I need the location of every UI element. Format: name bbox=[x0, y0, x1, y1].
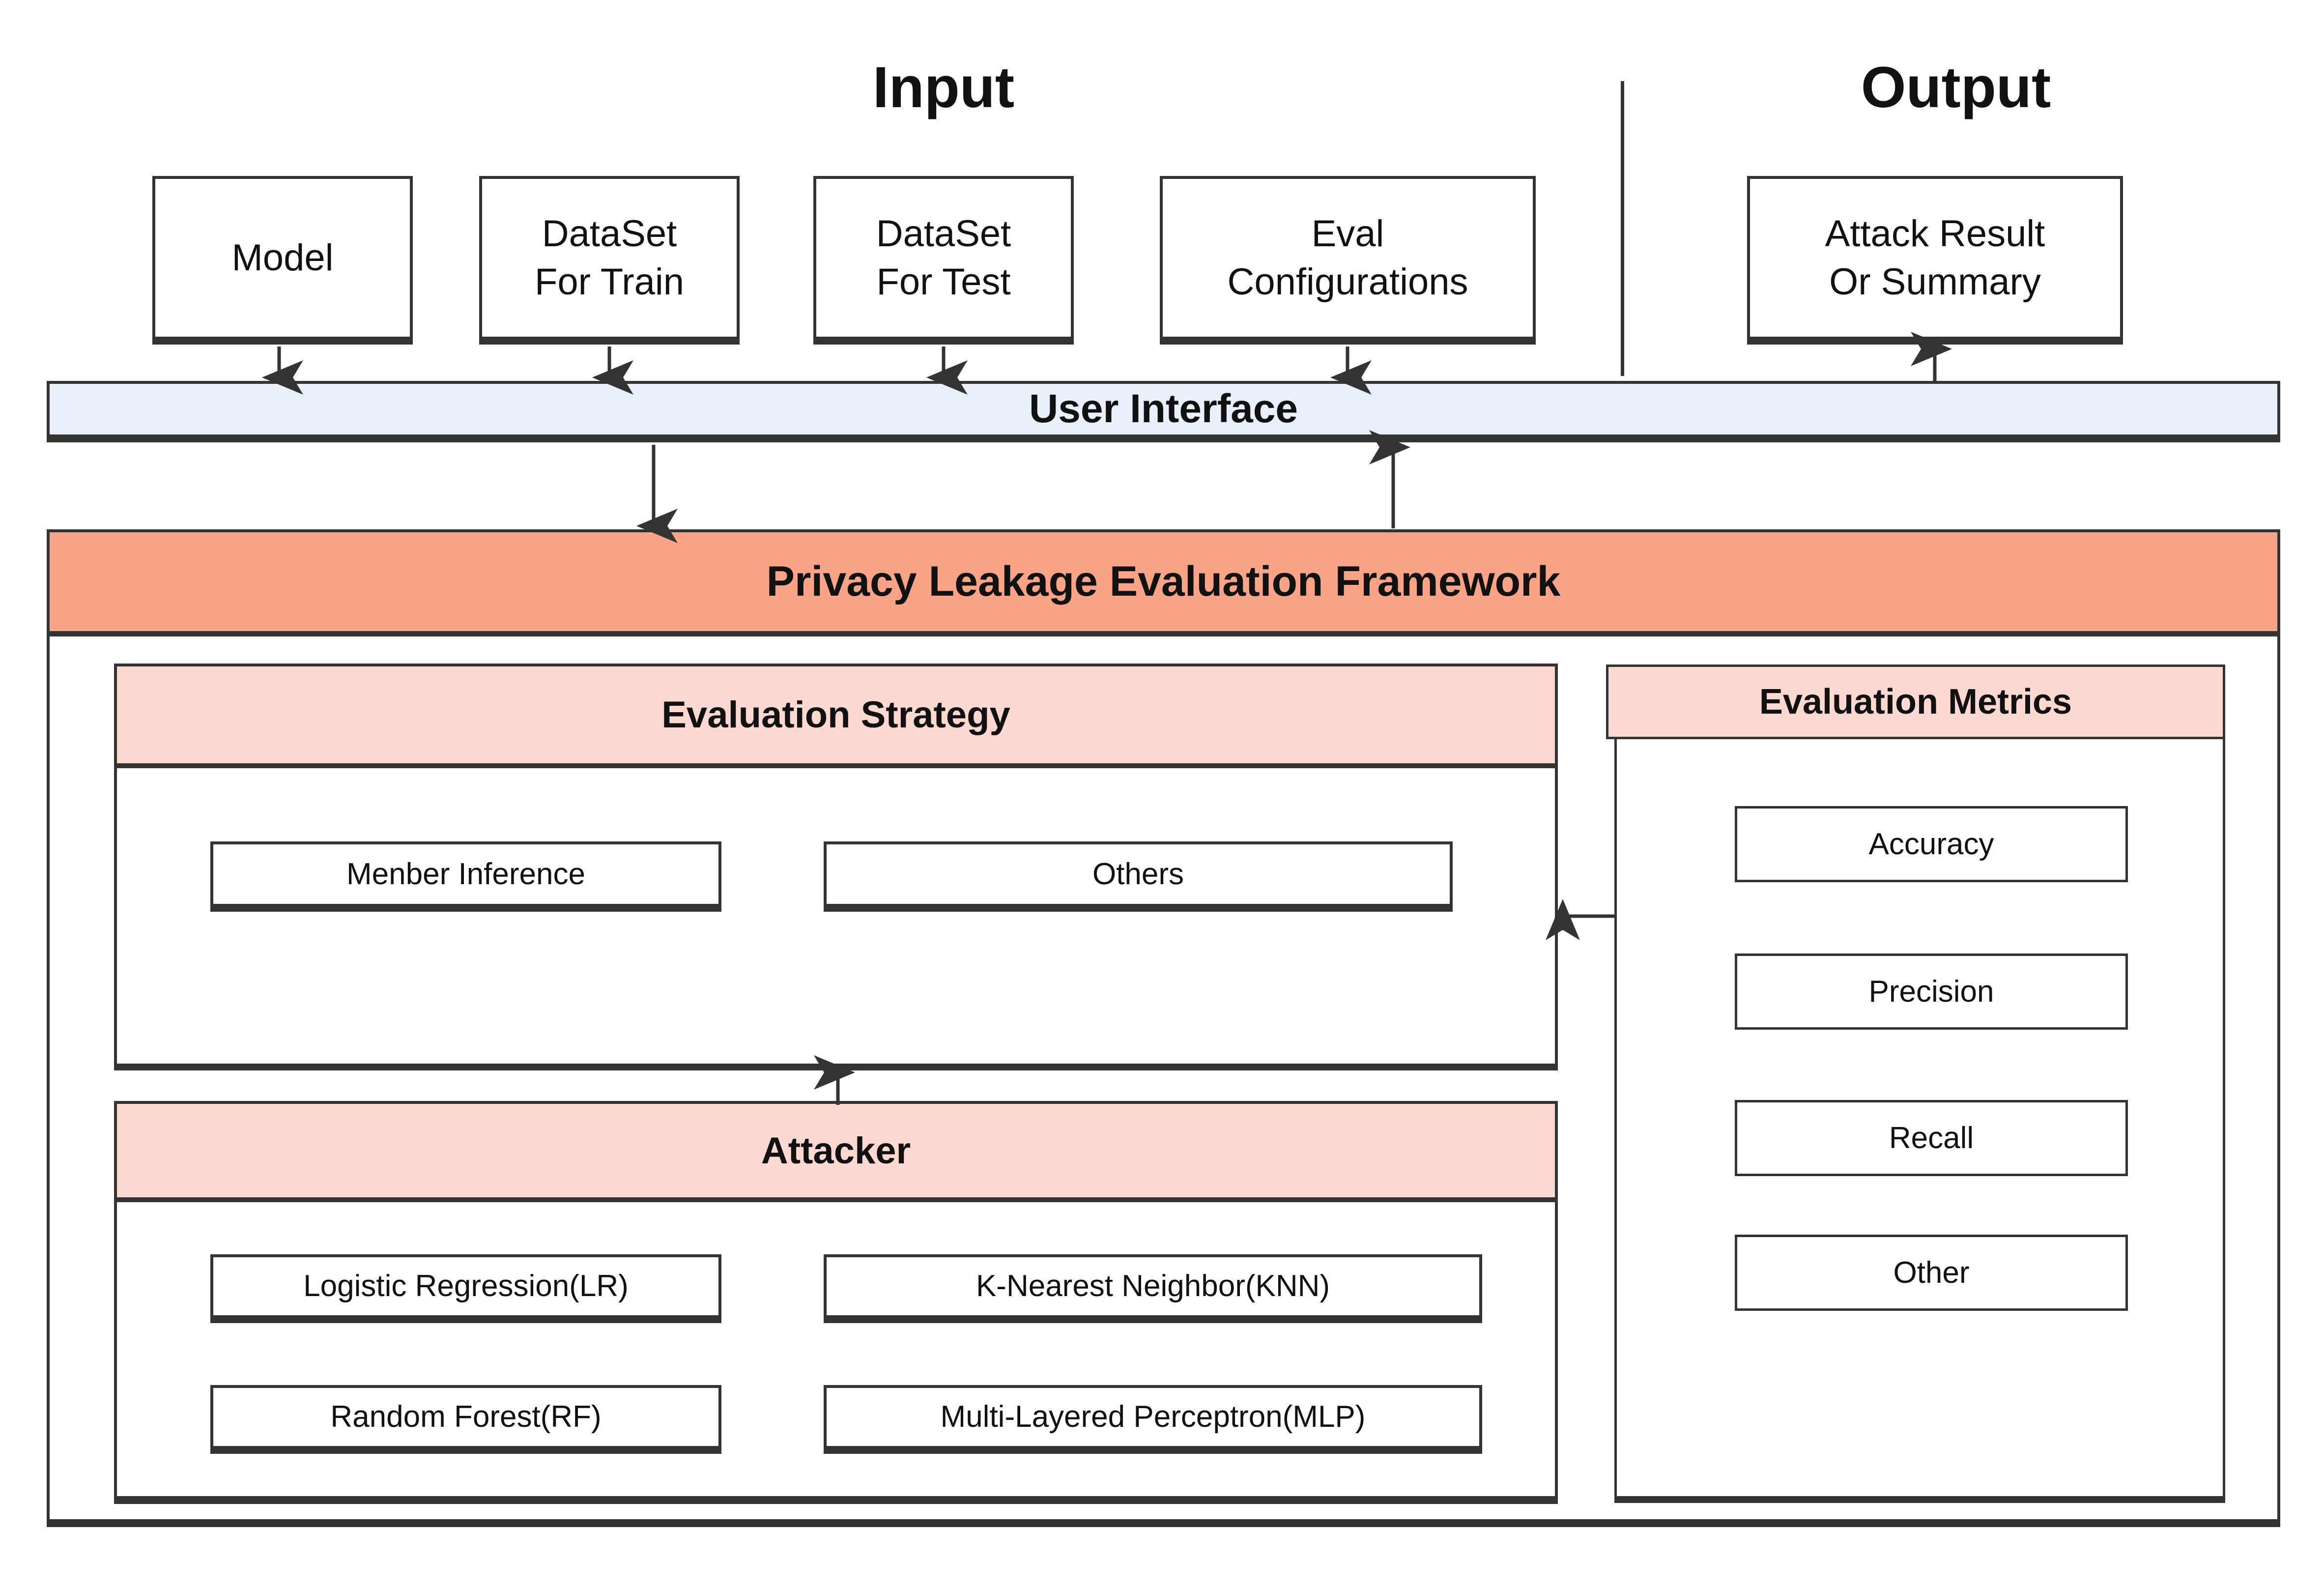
strategy-item-others-label: Others bbox=[1092, 857, 1184, 891]
attacker-item-random-forest[interactable]: Random Forest(RF) bbox=[210, 1385, 721, 1454]
metric-item-accuracy-label: Accuracy bbox=[1868, 827, 1994, 861]
output-box-attack-result[interactable]: Attack Result Or Summary bbox=[1747, 176, 2123, 345]
metric-item-accuracy[interactable]: Accuracy bbox=[1735, 806, 2128, 882]
strategy-item-menber-inference-label: Menber Inference bbox=[346, 857, 585, 891]
strategy-item-others[interactable]: Others bbox=[824, 841, 1453, 912]
input-box-dataset-for-train-line1: DataSet bbox=[542, 213, 677, 255]
input-box-dataset-for-test-line1: DataSet bbox=[876, 213, 1011, 255]
output-box-attack-result-line1: Attack Result bbox=[1825, 213, 2045, 255]
input-box-eval-configurations[interactable]: Eval Configurations bbox=[1160, 176, 1536, 345]
input-box-model[interactable]: Model bbox=[152, 176, 413, 345]
attacker-item-logistic-regression[interactable]: Logistic Regression(LR) bbox=[210, 1254, 721, 1323]
input-box-dataset-for-test-line2: For Test bbox=[876, 260, 1011, 303]
evaluation-metrics-header: Evaluation Metrics bbox=[1606, 664, 2225, 739]
metric-item-precision[interactable]: Precision bbox=[1735, 953, 2128, 1030]
input-box-eval-configurations-line2: Configurations bbox=[1227, 260, 1468, 303]
input-box-eval-configurations-line1: Eval bbox=[1311, 213, 1384, 255]
evaluation-metrics-header-label: Evaluation Metrics bbox=[1759, 682, 2072, 722]
attacker-header: Attacker bbox=[117, 1104, 1555, 1202]
user-interface-bar[interactable]: User Interface bbox=[47, 381, 2280, 442]
input-heading: Input bbox=[872, 55, 1015, 120]
strategy-item-menber-inference[interactable]: Menber Inference bbox=[210, 841, 721, 912]
metric-item-other[interactable]: Other bbox=[1735, 1235, 2128, 1311]
evaluation-strategy-header-label: Evaluation Strategy bbox=[661, 694, 1010, 736]
input-output-divider bbox=[1621, 81, 1624, 376]
attacker-item-mlp-label: Multi-Layered Perceptron(MLP) bbox=[940, 1400, 1366, 1434]
metric-item-other-label: Other bbox=[1893, 1255, 1970, 1290]
metric-item-recall-label: Recall bbox=[1889, 1121, 1974, 1155]
framework-header-label: Privacy Leakage Evaluation Framework bbox=[766, 558, 1561, 605]
input-box-dataset-for-train-line2: For Train bbox=[534, 260, 685, 303]
attacker-header-label: Attacker bbox=[761, 1129, 911, 1172]
attacker-item-mlp[interactable]: Multi-Layered Perceptron(MLP) bbox=[824, 1385, 1482, 1454]
metric-item-precision-label: Precision bbox=[1868, 974, 1994, 1009]
output-box-attack-result-line2: Or Summary bbox=[1829, 260, 2041, 303]
evaluation-strategy-header: Evaluation Strategy bbox=[117, 666, 1555, 768]
attacker-item-random-forest-label: Random Forest(RF) bbox=[330, 1400, 602, 1434]
input-box-model-label: Model bbox=[231, 236, 334, 279]
metric-item-recall[interactable]: Recall bbox=[1735, 1100, 2128, 1176]
user-interface-label: User Interface bbox=[1029, 386, 1298, 432]
attacker-item-knn[interactable]: K-Nearest Neighbor(KNN) bbox=[824, 1254, 1482, 1323]
attacker-item-logistic-regression-label: Logistic Regression(LR) bbox=[303, 1269, 629, 1303]
input-box-dataset-for-train[interactable]: DataSet For Train bbox=[479, 176, 740, 345]
framework-header: Privacy Leakage Evaluation Framework bbox=[50, 532, 2277, 636]
attacker-item-knn-label: K-Nearest Neighbor(KNN) bbox=[976, 1269, 1330, 1303]
output-heading: Output bbox=[1861, 55, 2051, 120]
input-box-dataset-for-test[interactable]: DataSet For Test bbox=[813, 176, 1074, 345]
